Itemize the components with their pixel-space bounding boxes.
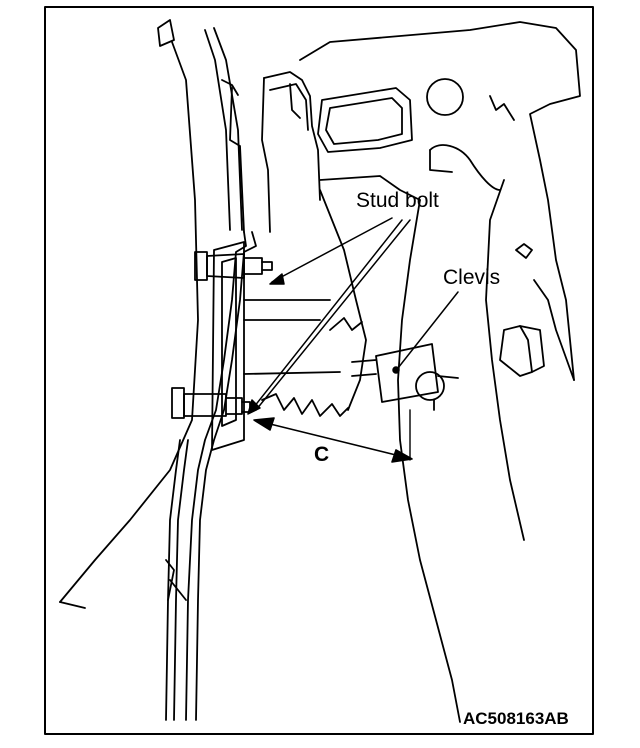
stud-bolt-leaders: [247, 217, 411, 415]
arrowhead-upper-stud: [269, 273, 285, 285]
body-panel: [59, 19, 199, 609]
booster-boot: [261, 189, 367, 417]
stud-bolt-label: Stud bolt: [356, 189, 439, 212]
figure-code: AC508163AB: [463, 709, 569, 728]
stud-bolt-lower: [171, 387, 251, 419]
pedal-bracket: [211, 71, 341, 451]
dimension-arrow-left: [253, 417, 275, 431]
dash-panel: [165, 27, 257, 721]
stud-bolt-upper: [194, 251, 273, 281]
dimension-arrow-right: [391, 449, 413, 463]
clevis-assembly: [351, 343, 459, 461]
clevis-leader: [392, 291, 459, 374]
dimension-c: [253, 417, 413, 463]
pedal-arm: [397, 179, 525, 723]
pedal-support-housing: [299, 21, 581, 381]
clevis-label: Clevis: [443, 266, 501, 289]
arrowhead-lower-stud: [247, 399, 261, 415]
dimension-c-label: C: [314, 443, 330, 466]
figure-frame: [44, 6, 594, 735]
